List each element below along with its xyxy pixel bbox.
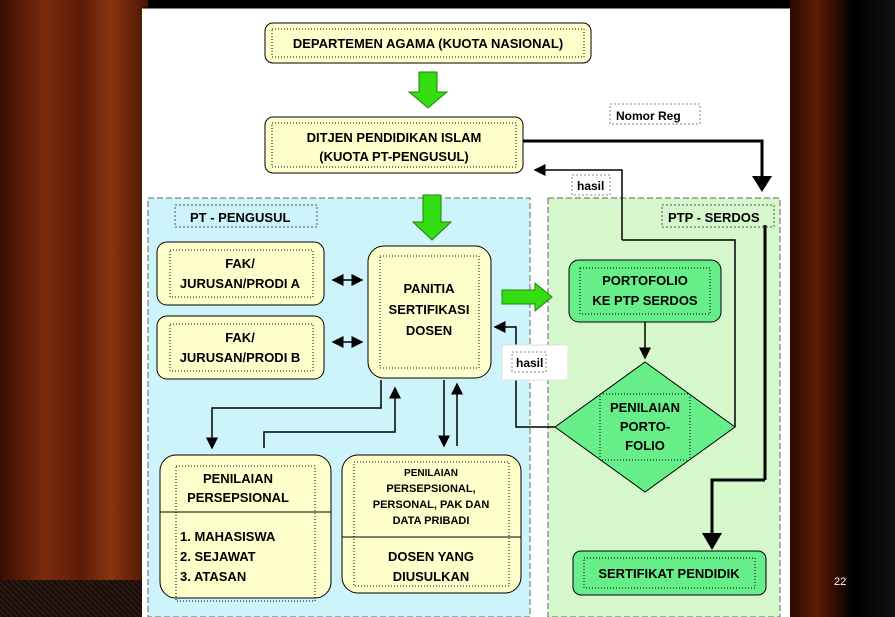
fak-b-line2: JURUSAN/PRODI B <box>180 350 301 365</box>
portofolio-line1: PORTOFOLIO <box>602 273 688 288</box>
panitia-line3: DOSEN <box>406 323 452 338</box>
box-portofolio <box>568 259 722 323</box>
list-item-1: 1. MAHASISWA <box>180 529 276 544</box>
box-dosen-yang-diusulkan <box>341 454 522 594</box>
fak-a-line1: FAK/ <box>225 256 255 271</box>
list-item-2: 2. SEJAWAT <box>180 549 256 564</box>
diamond-line3: FOLIO <box>625 438 665 453</box>
box-departemen-agama <box>264 22 592 64</box>
green-arrow-1 <box>407 71 449 109</box>
panitia-line1: PANITIA <box>403 281 455 296</box>
ditjen-line1: DITJEN PENDIDIKAN ISLAM <box>307 130 482 145</box>
box-fak-b <box>156 315 325 380</box>
stage-floor <box>0 580 148 617</box>
departemen-label: DEPARTEMEN AGAMA (KUOTA NASIONAL) <box>293 36 563 51</box>
box-sertifikat <box>572 550 767 596</box>
hasil-top-label: hasil <box>577 179 604 193</box>
persepsional-line1: PENILAIAN <box>203 471 273 486</box>
fak-a-line2: JURUSAN/PRODI A <box>180 276 301 291</box>
pers-box-line4: DATA PRIBADI <box>393 515 470 527</box>
pers-box-line2: PERSEPSIONAL, <box>386 483 475 495</box>
region-label-ptp: PTP - SERDOS <box>668 210 760 225</box>
dosen-line2: DIUSULKAN <box>393 569 470 584</box>
diamond-line1: PENILAIAN <box>610 400 680 415</box>
green-arrow-2 <box>411 194 453 241</box>
region-label-pt: PT - PENGUSUL <box>190 210 290 225</box>
persepsional-line2: PERSEPSIONAL <box>187 490 289 505</box>
hasil-mid-label: hasil <box>516 356 543 370</box>
fak-b-line1: FAK/ <box>225 330 255 345</box>
curtain-right <box>790 0 895 617</box>
ditjen-line2: (KUOTA PT-PENGUSUL) <box>319 149 469 164</box>
curtain-left <box>0 0 148 617</box>
dosen-line1: DOSEN YANG <box>388 549 474 564</box>
nomor-reg-label: Nomor Reg <box>616 109 681 123</box>
panitia-line2: SERTIFIKASI <box>389 302 470 317</box>
box-ditjen <box>264 116 524 174</box>
box-panitia <box>367 245 492 379</box>
page-number: 22 <box>834 576 847 588</box>
portofolio-line2: KE PTP SERDOS <box>592 293 698 308</box>
box-fak-a <box>156 241 325 306</box>
pers-box-line3: PERSONAL, PAK DAN <box>373 499 490 511</box>
diamond-line2: PORTO- <box>620 419 670 434</box>
sertifikat-label: SERTIFIKAT PENDIDIK <box>598 566 740 581</box>
green-arrow-right <box>501 281 553 313</box>
pers-box-line1: PENILAIAN <box>404 468 458 479</box>
box-penilaian-persepsional <box>159 454 332 599</box>
list-item-3: 3. ATASAN <box>180 569 246 584</box>
